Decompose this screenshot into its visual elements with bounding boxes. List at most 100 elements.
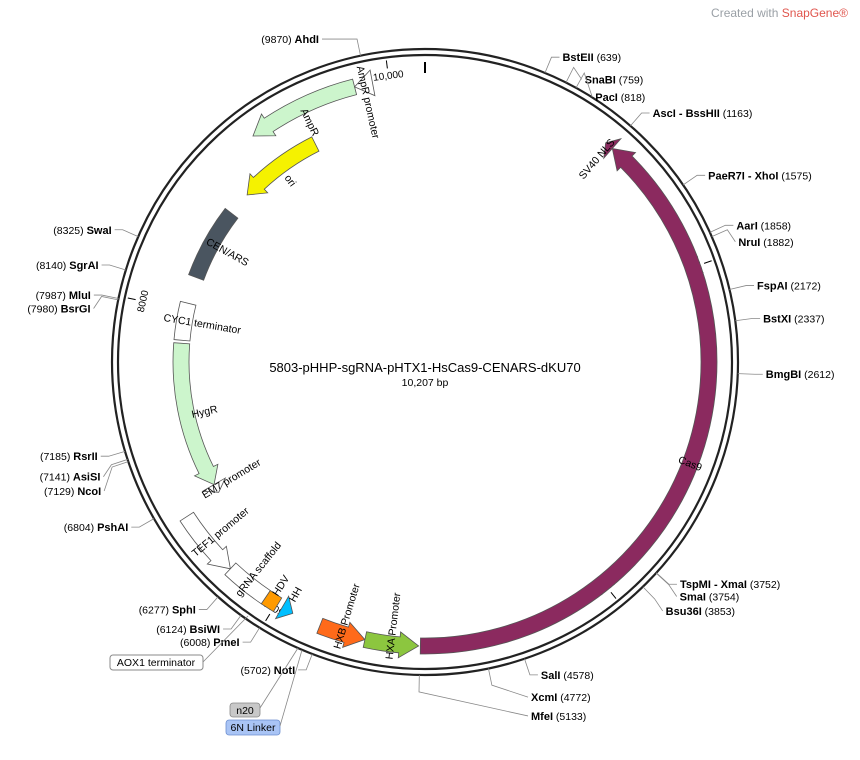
site-rsrii: (7185) RsrII xyxy=(40,450,126,463)
site-name: AscI - BssHII xyxy=(653,108,720,120)
site-xcmi: XcmI (4772) xyxy=(488,668,591,704)
tick-label: 10,000 xyxy=(373,69,405,84)
site-label: AarI (1858) xyxy=(736,220,791,232)
site-label: SalI (4578) xyxy=(541,670,594,682)
tick-mark xyxy=(265,613,271,622)
site-label: (7987) MluI xyxy=(36,290,91,302)
site-label: BstEII (639) xyxy=(562,52,621,64)
site-name: MfeI xyxy=(531,711,553,723)
site-bsrgi: (7980) BsrGI xyxy=(27,296,119,315)
site-position: (1882) xyxy=(760,237,793,249)
site-position: (2337) xyxy=(791,314,824,326)
site-paer7i-xhoi: PaeR7I - XhoI (1575) xyxy=(682,170,812,186)
site-name: XcmI xyxy=(531,692,557,704)
site-position: (3754) xyxy=(706,592,739,604)
site-bstxi: BstXI (2337) xyxy=(735,314,825,326)
site-bsiwi: (6124) BsiWI xyxy=(156,615,242,636)
site-tspmi-xmai: TspMI - XmaI (3752) xyxy=(656,572,780,591)
site-position: (2172) xyxy=(788,281,821,293)
site-label: (9870) AhdI xyxy=(261,34,319,46)
site-name: SalI xyxy=(541,670,561,682)
watermark-prefix: Created with xyxy=(711,6,779,20)
tick-mark xyxy=(703,260,712,264)
site-position: (8140) xyxy=(36,260,69,272)
feature-cen-ars: CEN/ARS xyxy=(188,207,251,281)
feature-cyc1-terminator: CYC1 terminator xyxy=(163,300,242,342)
site-position: (7141) xyxy=(40,472,73,484)
restriction-site-layer: (9870) AhdI BstEII (639) SnaBI (759) PacI (… xyxy=(27,34,834,723)
site-ahdi: (9870) AhdI xyxy=(261,34,361,56)
site-name: SphI xyxy=(172,605,196,617)
site-name: NruI xyxy=(738,237,760,249)
site-label: (7185) RsrII xyxy=(40,451,98,463)
site-position: (4578) xyxy=(560,670,593,682)
site-position: (5702) xyxy=(240,665,273,677)
site-name: NcoI xyxy=(77,486,101,498)
site-position: (1575) xyxy=(778,170,811,182)
site-name: BsiWI xyxy=(190,624,221,636)
feature-label: AmpR xyxy=(298,107,322,139)
site-name: PacI xyxy=(595,92,618,104)
site-name: AsiSI xyxy=(73,472,101,484)
site-name: MluI xyxy=(69,290,91,302)
plasmid-length: 10,207 bp xyxy=(402,377,449,389)
site-name: NotI xyxy=(274,665,295,677)
site-name: FspAI xyxy=(757,281,788,293)
site-mlui: (7987) MluI xyxy=(36,290,119,302)
site-name: AhdI xyxy=(295,34,319,46)
site-label: Bsu36I (3853) xyxy=(666,606,735,618)
6n-linker-tag: 6N Linker xyxy=(225,719,281,736)
tick-mark xyxy=(385,60,388,69)
site-position: (1858) xyxy=(758,220,791,232)
site-noti: (5702) NotI xyxy=(240,653,313,677)
site-label: (6277) SphI xyxy=(139,605,196,617)
site-name: BstEII xyxy=(562,52,593,64)
site-label: (7129) NcoI xyxy=(44,486,101,498)
site-position: (1163) xyxy=(720,108,753,120)
aox1-terminator-tag: AOX1 terminator xyxy=(109,654,204,671)
site-swai: (8325) SwaI xyxy=(53,225,139,237)
n20-label: n20 xyxy=(236,705,254,717)
site-position: (6804) xyxy=(64,522,97,534)
site-name: SmaI xyxy=(680,592,706,604)
feature-ampr: AmpR xyxy=(252,78,358,139)
tick-label: 8000 xyxy=(136,289,152,313)
site-bmgbi: BmgBI (2612) xyxy=(737,369,835,381)
n20-tag: n20 xyxy=(229,702,261,718)
site-position: (639) xyxy=(594,52,621,64)
site-fspai: FspAI (2172) xyxy=(729,281,821,293)
site-snabi: SnaBI (759) xyxy=(565,66,644,86)
feature-hxa-promoter: HXA Promoter xyxy=(362,592,420,660)
site-name: PmeI xyxy=(213,637,239,649)
feature-hygr: HygR xyxy=(172,342,219,486)
site-label: (7980) BsrGI xyxy=(27,303,90,315)
site-ncoi: (7129) NcoI xyxy=(44,461,129,498)
aox1-terminator-label: AOX1 terminator xyxy=(117,657,196,669)
site-sgrai: (8140) SgrAI xyxy=(36,260,126,272)
site-name: SnaBI xyxy=(585,74,616,86)
site-name: BmgBI xyxy=(766,369,801,381)
site-position: (6008) xyxy=(180,637,213,649)
tick-mark xyxy=(610,591,617,599)
site-name: RsrII xyxy=(73,451,97,463)
site-label: (8140) SgrAI xyxy=(36,260,99,272)
site-label: (6804) PshAI xyxy=(64,522,128,534)
site-position: (818) xyxy=(618,92,645,104)
site-asisi: (7141) AsiSI xyxy=(40,459,128,484)
site-label: (7141) AsiSI xyxy=(40,472,101,484)
site-position: (759) xyxy=(616,74,643,86)
site-label: SnaBI (759) xyxy=(585,74,644,86)
site-smai: SmaI (3754) xyxy=(655,572,739,604)
site-position: (7987) xyxy=(36,290,69,302)
site-position: (7980) xyxy=(27,303,60,315)
feature-hxb-promoter: HXB Promoter xyxy=(316,582,366,650)
watermark-brand: SnapGene® xyxy=(781,6,848,20)
site-label: (6008) PmeI xyxy=(180,637,240,649)
site-aari: AarI (1858) xyxy=(709,220,791,233)
feature-cas9: Cas9 xyxy=(419,148,718,655)
site-name: BsrGI xyxy=(61,303,91,315)
site-nrui: NruI (1882) xyxy=(711,229,794,249)
site-sphi: (6277) SphI xyxy=(139,596,219,617)
site-position: (6277) xyxy=(139,605,172,617)
